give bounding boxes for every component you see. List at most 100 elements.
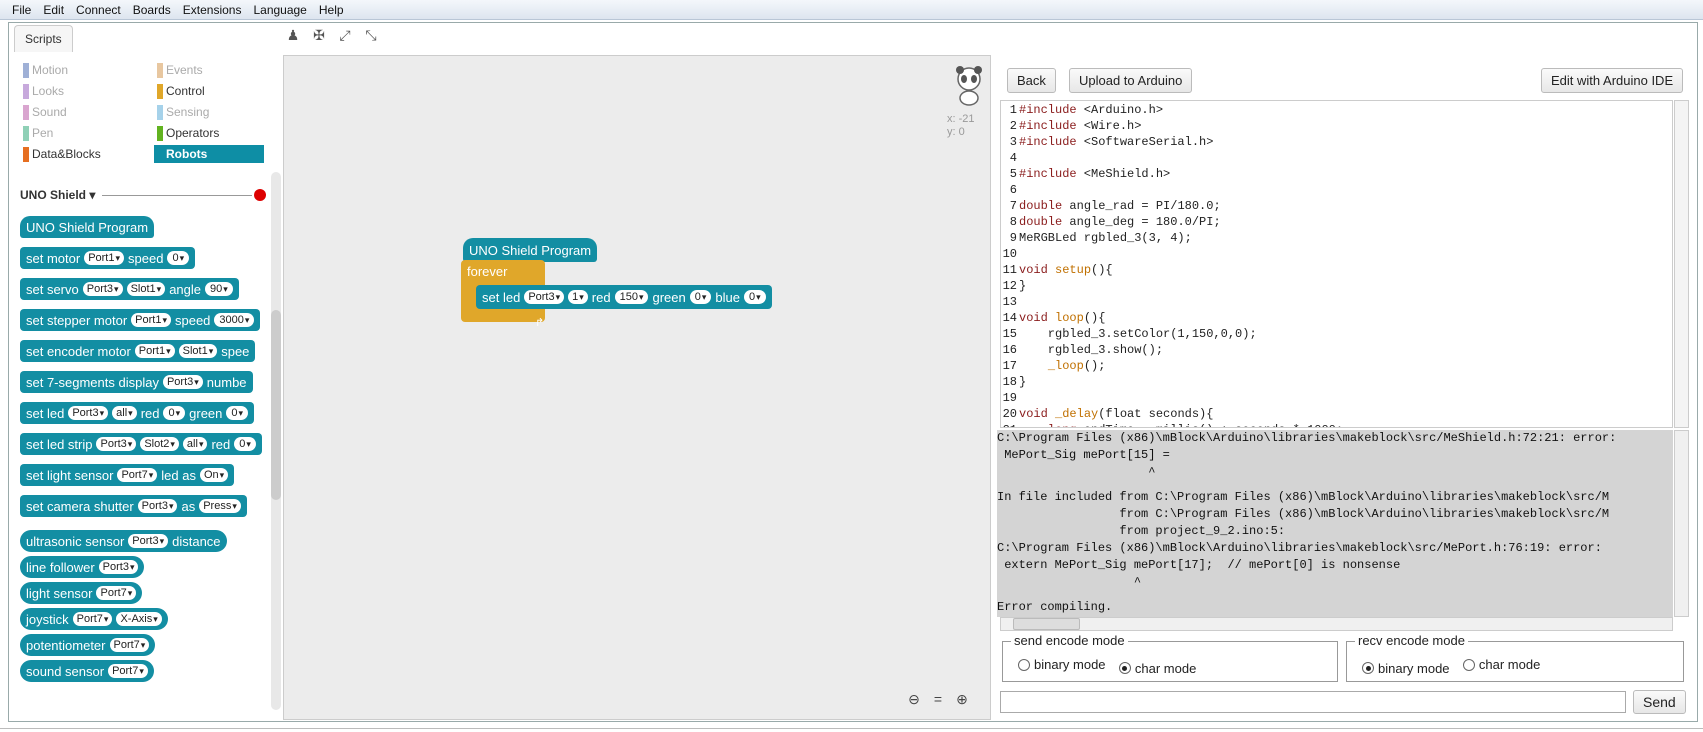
recv-binary-circle[interactable] [1362,662,1374,674]
panda-sprite-icon [956,66,982,106]
block-dropdown[interactable]: Slot1 [178,344,218,358]
block-dropdown[interactable]: Port3 [162,375,203,389]
block-dropdown[interactable]: Slot1 [126,282,166,296]
zoom-reset-icon[interactable]: = [933,691,943,707]
edit-with-arduino-ide-button[interactable]: Edit with Arduino IDE [1541,68,1684,93]
category-pen[interactable]: Pen [20,124,130,142]
zoom-out-icon[interactable]: ⊖ [908,690,920,707]
block-dropdown[interactable]: Port3 [128,534,169,548]
block-number[interactable]: 0 [167,251,190,265]
block-dropdown[interactable]: Port1 [131,313,171,327]
recv-char-circle[interactable] [1462,658,1475,671]
serial-send-input[interactable] [1000,691,1626,713]
palette-block[interactable]: set camera shutterPort3asPress [20,495,247,517]
green-value[interactable]: 0 [689,290,712,304]
shrink-icon[interactable]: ⤡ [365,26,377,43]
block-dropdown[interactable]: all [182,437,208,451]
block-dropdown[interactable]: Port7 [109,638,150,652]
category-operators[interactable]: Operators [154,124,264,142]
red-value[interactable]: 150 [614,290,649,304]
block-dropdown[interactable]: Port3 [98,560,139,574]
send-binary-radio[interactable]: binary mode [1018,657,1106,672]
back-button[interactable]: Back [1007,68,1056,93]
block-dropdown[interactable]: Port7 [96,586,137,600]
category-events[interactable]: Events [154,61,264,79]
category-sound[interactable]: Sound [20,103,130,121]
menu-extensions[interactable]: Extensions [182,2,242,17]
menu-help[interactable]: Help [318,2,344,17]
block-dropdown[interactable]: Slot2 [140,437,179,451]
palette-block[interactable]: set led stripPort3Slot2allred0 [20,433,262,455]
category-control[interactable]: Control [154,82,264,100]
menu-language[interactable]: Language [253,2,307,17]
block-dropdown[interactable]: On [199,468,229,482]
menu-boards[interactable]: Boards [132,2,171,17]
category-swatch [157,63,163,78]
console-hscroll-thumb[interactable] [1013,618,1080,630]
code-editor[interactable]: 1#include <Arduino.h>2#include <Wire.h>3… [1000,100,1673,428]
set-led-block[interactable]: set led Port3 1 red 150 green 0 blue 0 [476,285,772,309]
block-number[interactable]: 0 [234,437,256,451]
grow-icon[interactable]: ⤢ [339,26,351,43]
block-dropdown[interactable]: Port7 [108,664,148,678]
console-hscrollbar[interactable] [1000,617,1673,631]
menu-file[interactable]: File [12,2,32,17]
palette-block[interactable]: UNO Shield Program [20,216,155,238]
send-binary-circle[interactable] [1018,658,1030,671]
palette-block[interactable]: joystickPort7X-Axis [20,608,168,630]
block-dropdown[interactable]: Port7 [117,468,158,482]
palette-block[interactable]: ultrasonic sensorPort3distance [20,530,227,552]
block-dropdown[interactable]: Port3 [68,406,109,420]
recv-char-radio[interactable]: char mode [1462,657,1540,672]
send-button[interactable]: Send [1633,690,1686,714]
send-char-circle[interactable] [1118,662,1131,674]
led-port-dropdown[interactable]: Port3 [524,290,565,304]
send-char-radio[interactable]: char mode [1118,661,1196,676]
category-looks[interactable]: Looks [20,82,130,100]
blue-value[interactable]: 0 [743,290,766,304]
palette-block[interactable]: set ledPort3allred0green0 [20,402,255,424]
duplicate-icon[interactable]: ♟ [286,26,300,43]
block-number[interactable]: 3000 [214,313,255,327]
led-index-dropdown[interactable]: 1 [568,290,588,304]
category-data-blocks[interactable]: Data&Blocks [20,145,130,163]
menu-edit[interactable]: Edit [43,2,65,17]
block-number[interactable]: 90 [205,282,233,296]
block-dropdown[interactable]: Port3 [137,499,178,513]
zoom-in-icon[interactable]: ⊕ [956,690,968,707]
category-sensing[interactable]: Sensing [154,103,264,121]
code-scrollbar[interactable] [1674,100,1689,428]
category-motion[interactable]: Motion [20,61,130,79]
block-dropdown[interactable]: Press [199,499,241,513]
block-dropdown[interactable]: Port7 [72,612,113,626]
palette-scroll-thumb[interactable] [271,310,281,500]
console-scrollbar[interactable] [1674,430,1689,617]
block-dropdown[interactable]: Port3 [96,437,137,451]
block-dropdown[interactable]: Port3 [82,282,123,296]
block-number[interactable]: 0 [226,406,249,420]
category-robots[interactable]: Robots [154,145,264,163]
tab-scripts[interactable]: Scripts [14,25,73,52]
script-canvas[interactable] [283,55,991,720]
cut-icon[interactable]: ✠ [313,26,325,43]
palette-block[interactable]: set encoder motorPort1Slot1spee [20,340,256,362]
block-dropdown[interactable]: X-Axis [116,612,162,626]
palette-block[interactable]: set servoPort3Slot1angle90 [20,278,239,300]
block-dropdown[interactable]: Port1 [134,344,175,358]
recv-binary-radio[interactable]: binary mode [1362,661,1450,676]
extension-title[interactable]: UNO Shield ▾ [20,188,96,202]
block-number[interactable]: 0 [163,406,186,420]
block-dropdown[interactable]: Port1 [84,251,125,265]
upload-to-arduino-button[interactable]: Upload to Arduino [1069,68,1193,93]
palette-block[interactable]: set motorPort1speed0 [20,247,196,269]
palette-block[interactable]: set stepper motorPort1speed3000 [20,309,261,331]
block-dropdown[interactable]: all [112,406,137,420]
palette-block[interactable]: set 7-segments displayPort3numbe [20,371,253,393]
menu-connect[interactable]: Connect [76,2,121,17]
script-hat-block[interactable]: UNO Shield Program [463,238,598,262]
